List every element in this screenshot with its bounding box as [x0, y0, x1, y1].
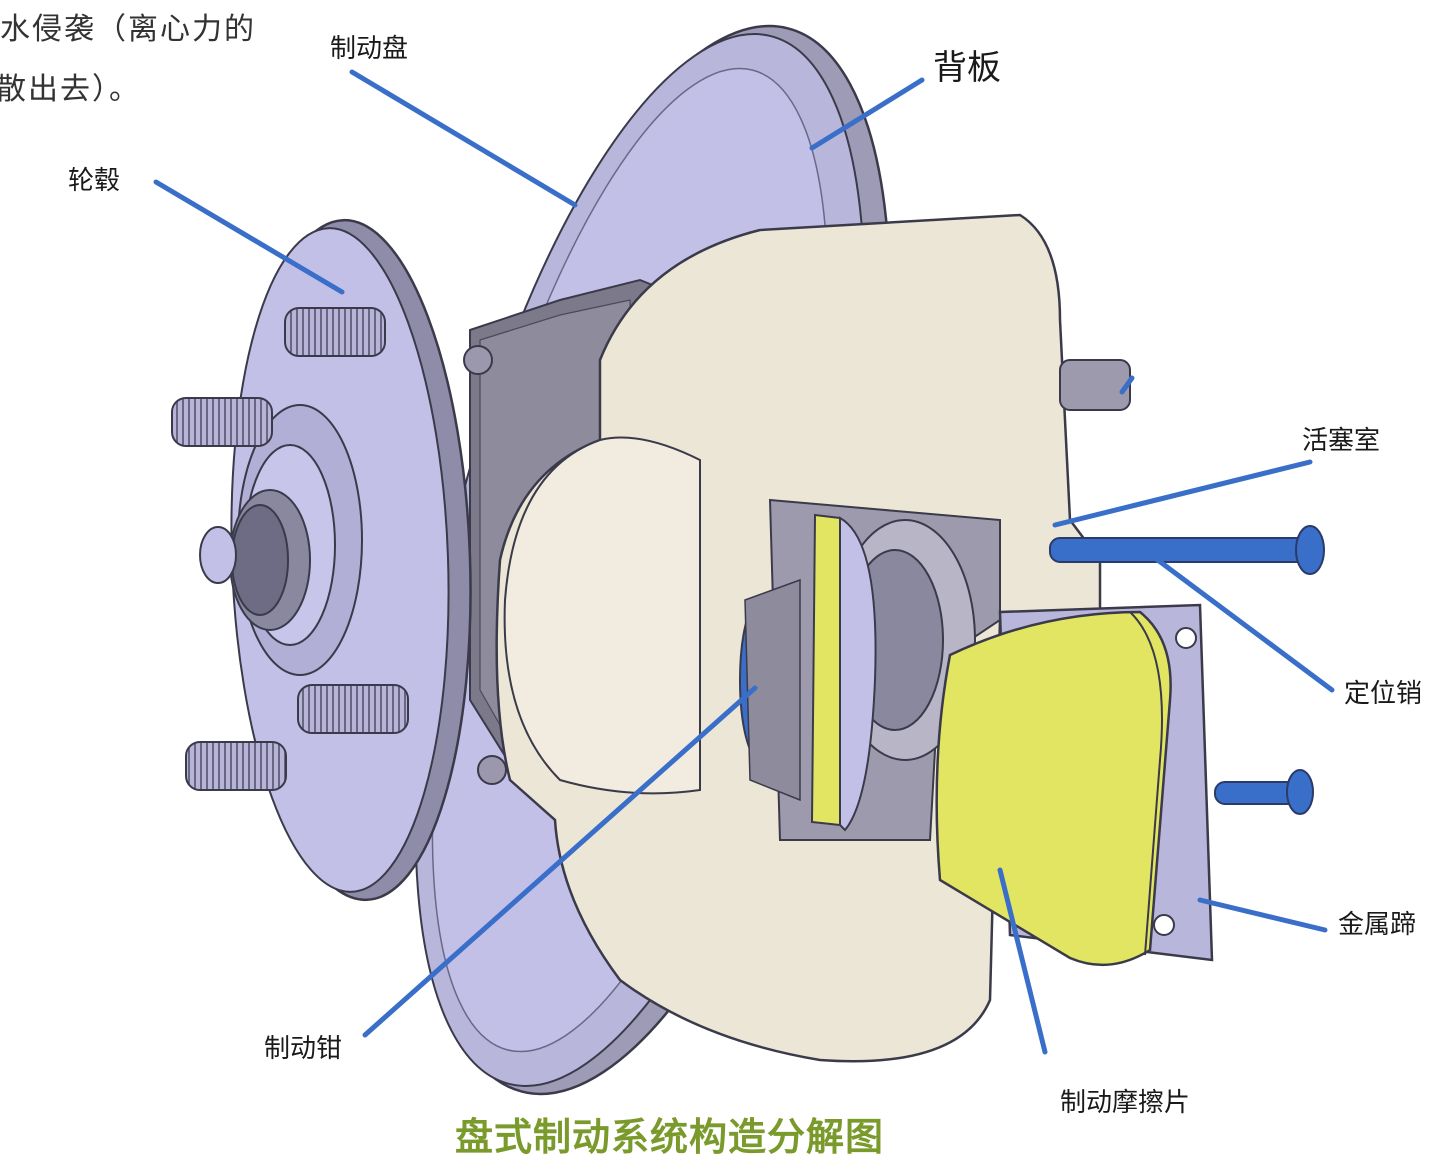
label-back-plate: 背板	[933, 48, 1001, 88]
label-caliper: 制动钳	[264, 1034, 343, 1064]
label-locating-pin: 定位销	[1344, 679, 1423, 709]
leader-line-hub	[153, 179, 345, 295]
leader-line-caliper	[362, 685, 758, 1038]
label-metal-shoe: 金属蹄	[1338, 910, 1417, 940]
intro-text-line-2: 散出去）。	[0, 72, 141, 107]
label-piston-chamber: 活塞室	[1302, 426, 1381, 456]
leader-line-back-plate	[809, 77, 925, 151]
leader-line-friction-pad	[997, 867, 1048, 1055]
brake-pad-assembly	[935, 603, 1214, 967]
leader-lines	[153, 69, 1335, 1055]
leader-line-piston-chamber	[1052, 459, 1313, 528]
intro-text-line-1: 水侵袭（离心力的	[0, 12, 256, 47]
label-friction-pad: 制动摩擦片	[1060, 1088, 1191, 1118]
wheel-hub	[171, 218, 472, 902]
label-brake-disc: 制动盘	[330, 34, 409, 64]
leader-line-locating-pin	[1152, 555, 1335, 693]
leader-line-metal-shoe	[1197, 897, 1328, 933]
leader-line-brake-disc	[349, 69, 578, 208]
diagram-title: 盘式制动系统构造分解图	[455, 1115, 885, 1159]
label-hub: 轮毂	[68, 166, 121, 196]
locating-pins	[1049, 525, 1325, 815]
leader-line-bolt	[1119, 375, 1135, 395]
